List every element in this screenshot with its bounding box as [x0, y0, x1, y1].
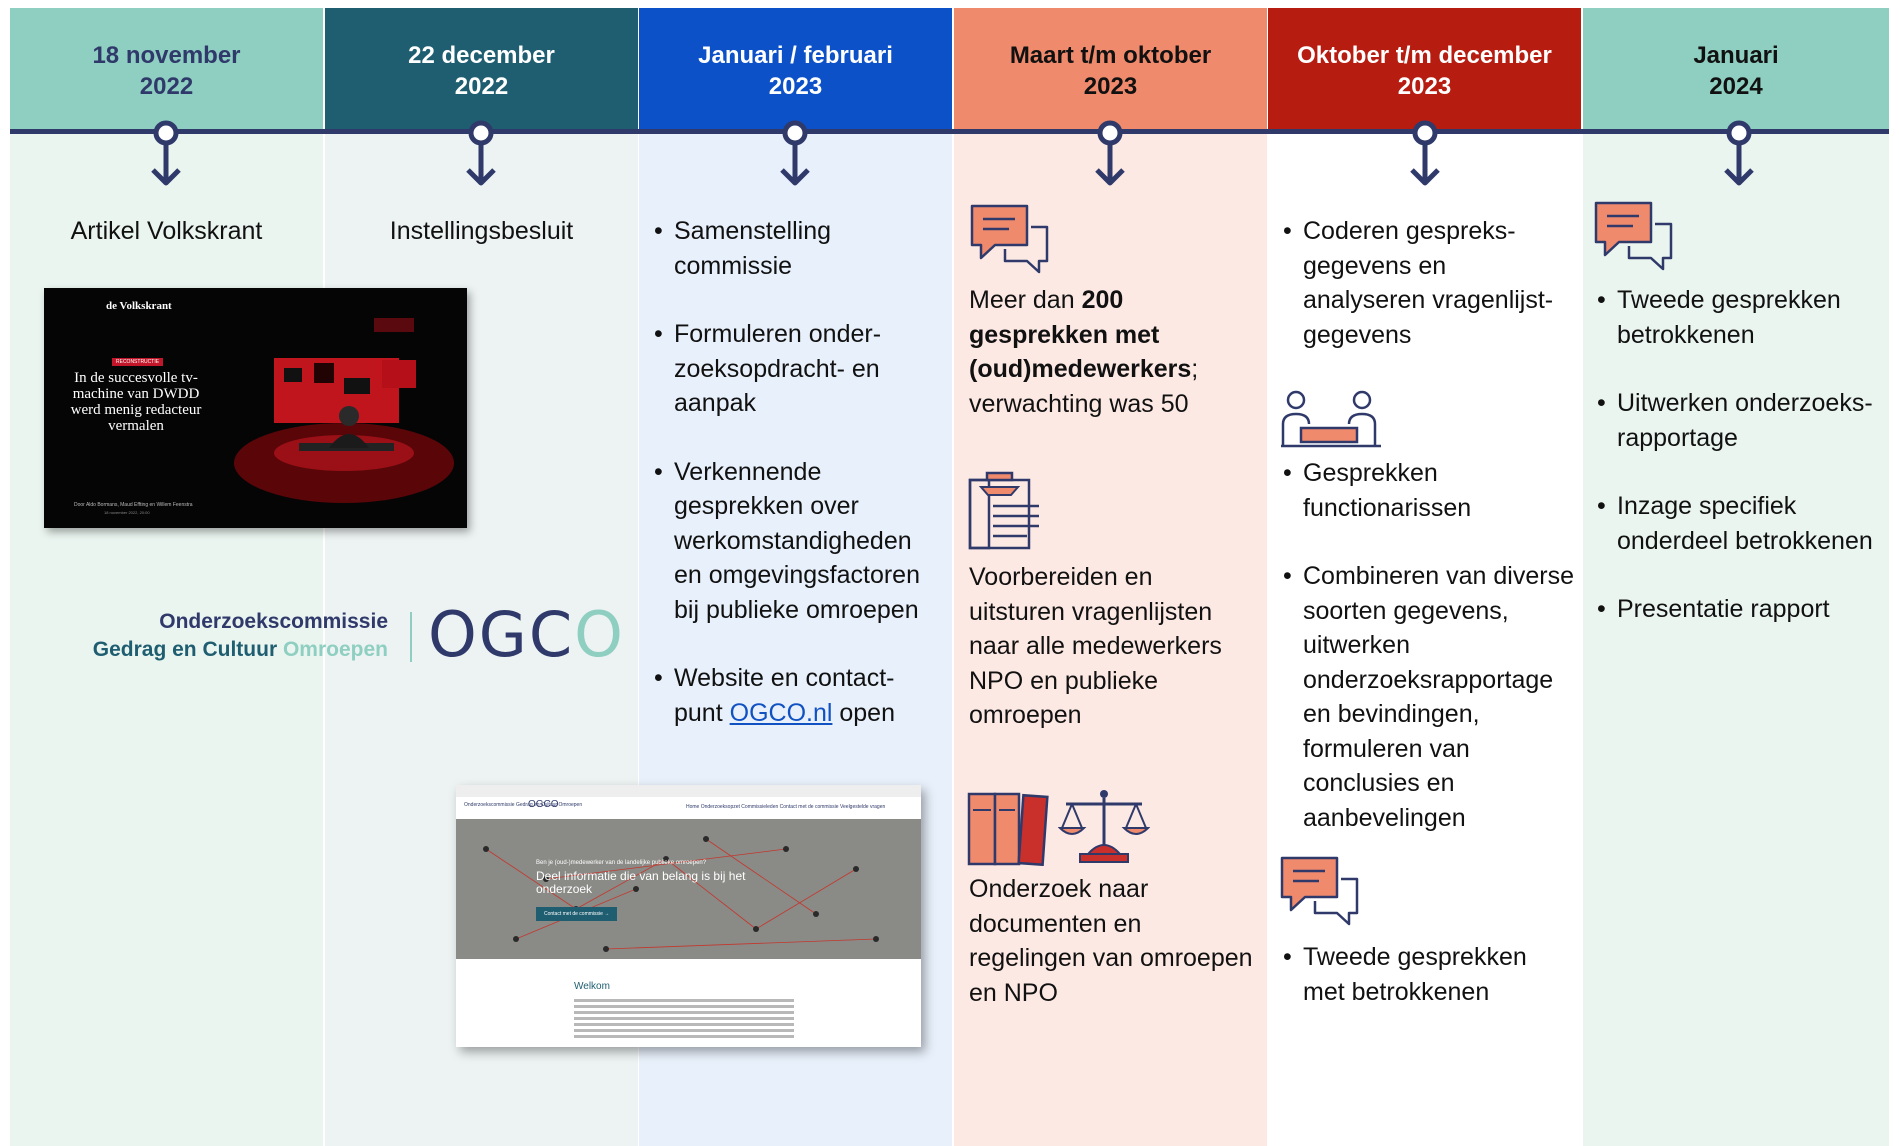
timeline-arrow-icon [1410, 120, 1440, 186]
chat-bubbles-icon [1280, 856, 1359, 926]
date-year: 2024 [1709, 73, 1763, 100]
column-header: Januari / februari 2023 [639, 8, 952, 130]
column-header: Oktober t/m december 2023 [1268, 8, 1581, 130]
jan-feb-task-list: Samenstelling commissie Formuleren onder… [654, 214, 939, 764]
ogco-logo-line1: Onderzoekscommissie [159, 610, 388, 633]
date-line: Januari / februari [698, 42, 893, 69]
ogco-mark-dark: OGC [428, 598, 575, 671]
article-byline: Door Aldo Bormans, Maud Effting en Wille… [74, 502, 193, 508]
list-item: Coderen gespreks-gegevens en analyseren … [1283, 214, 1573, 352]
website-nav [456, 797, 921, 819]
clipboard-survey-icon [968, 471, 1039, 550]
website-nav-ogco: OGCO [528, 799, 559, 810]
list-item: Uitwerken onderzoeks-rapportage [1597, 386, 1887, 455]
oct-dec-mid-list: Gesprekken functionarissen Combineren va… [1283, 456, 1578, 869]
website-welcome-heading: Welkom [574, 981, 610, 992]
talks-summary: Meer dan 200 gesprekken met (oud)medewer… [969, 283, 1254, 421]
article-headline: In de succesvolle tv-machine van DWDD we… [70, 370, 202, 434]
list-item: Tweede gesprekken betrokkenen [1597, 283, 1887, 352]
timeline-arrow-icon [780, 120, 810, 186]
list-item: Presentatie rapport [1597, 592, 1887, 627]
date-line: 22 december [408, 42, 555, 69]
website-hero-question: Ben je (oud-)medewerker van de landelijk… [536, 860, 707, 866]
newspaper-brand: de Volkskrant [106, 300, 172, 312]
list-item: Samenstelling commissie [654, 214, 939, 283]
timeline-arrow-icon [1724, 120, 1754, 186]
list-item: Verkennende gesprekken over werkomstandi… [654, 455, 939, 628]
website-body-text [574, 999, 794, 1041]
ogco-logo-line2-dark: Gedrag en Cultuur [92, 638, 278, 661]
column-header: Januari 2024 [1583, 8, 1889, 130]
website-contact-button: Contact met de commissie → [536, 907, 618, 921]
volkskrant-article-thumbnail: de Volkskrant RECONSTRUCTIE In de succes… [44, 288, 467, 528]
talks-prefix: Meer dan [969, 286, 1075, 314]
scales-of-justice-icon [1058, 790, 1150, 863]
column-header: 18 november 2022 [10, 8, 323, 130]
website-hero [456, 819, 921, 959]
ogco-logo-mark: OGCO [428, 598, 625, 671]
meeting-people-icon [1281, 390, 1381, 448]
website-nav-logo: Onderzoekscommissie Gedrag en Cultuur Om… [464, 802, 583, 808]
ogco-website-screenshot: Onderzoekscommissie Gedrag en Cultuur Om… [456, 785, 921, 1047]
talks-highlight: 200 gesprekken met (oud)medewerkers [969, 286, 1192, 383]
column-title: Artikel Volkskrant [70, 217, 263, 245]
ogco-website-link[interactable]: OGCO.nl [729, 698, 833, 727]
date-year: 2023 [768, 73, 823, 100]
date-line: 18 november [92, 42, 241, 69]
ogco-logo-divider [410, 612, 412, 662]
list-item: Tweede gesprekken met betrokkenen [1283, 940, 1573, 1009]
date-year: 2023 [1397, 73, 1452, 100]
survey-text: Voorbereiden en uitsturen vragenlijsten … [969, 563, 1222, 729]
column-body [954, 130, 1267, 1146]
column-header: Maart t/m oktober 2023 [954, 8, 1267, 130]
website-nav-links: Home Onderzoeksopzet Commissieleden Cont… [686, 804, 886, 810]
list-item: Formuleren onder-zoeksopdracht- en aanpa… [654, 317, 939, 421]
oct-dec-bottom-list: Tweede gesprekken met betrokkenen [1283, 940, 1573, 1043]
date-line: Maart t/m oktober [1009, 42, 1212, 69]
oct-dec-top-list: Coderen gespreks-gegevens en analyseren … [1283, 214, 1573, 386]
website-prefix: Website en contact-punt [674, 664, 895, 727]
jan-2024-list: Tweede gesprekken betrokkenen Uitwerken … [1597, 283, 1887, 661]
ogco-mark-light: O [574, 598, 625, 671]
date-year: 2022 [454, 73, 509, 100]
article-date: 18 november 2022, 20:00 [104, 510, 150, 515]
website-hero-heading: Deel informatie die van belang is bij he… [536, 869, 746, 896]
timeline-arrow-icon [1095, 120, 1125, 186]
ogco-logo-line2: Gedrag en Cultuur Omroepen [40, 638, 388, 662]
browser-bar [456, 785, 921, 797]
column-header: 22 december 2022 [325, 8, 638, 130]
timeline-arrow-icon [466, 120, 496, 186]
list-item: Inzage specifiek onderdeel betrokkenen [1597, 489, 1887, 558]
date-line: Januari [1693, 42, 1779, 69]
binders-icon [967, 792, 1049, 866]
timeline-line [10, 129, 1889, 134]
article-tag: RECONSTRUCTIE [112, 358, 164, 366]
stage-image-icon [234, 318, 454, 503]
list-item: Gesprekken functionarissen [1283, 456, 1578, 525]
website-suffix: open [839, 698, 895, 727]
date-year: 2022 [139, 73, 194, 100]
date-year: 2023 [1083, 73, 1138, 100]
chat-bubbles-icon [1594, 201, 1673, 271]
timeline-arrow-icon [151, 120, 181, 186]
list-item-website: Website en contact-punt OGCO.nl open [654, 661, 939, 730]
ogco-logo-line2-light: Omroepen [282, 638, 388, 661]
talks-suffix: ; verwachting was 50 [969, 355, 1199, 418]
list-item: Combineren van diverse soorten gegevens,… [1283, 559, 1578, 835]
date-line: Oktober t/m december [1297, 42, 1552, 69]
chat-bubbles-icon [970, 204, 1049, 274]
column-title: Instellingsbesluit [389, 217, 574, 245]
column-mar-oct-2023: Maart t/m oktober 2023 [954, 8, 1267, 1146]
documents-text: Onderzoek naar documenten en regelingen … [969, 875, 1253, 1007]
